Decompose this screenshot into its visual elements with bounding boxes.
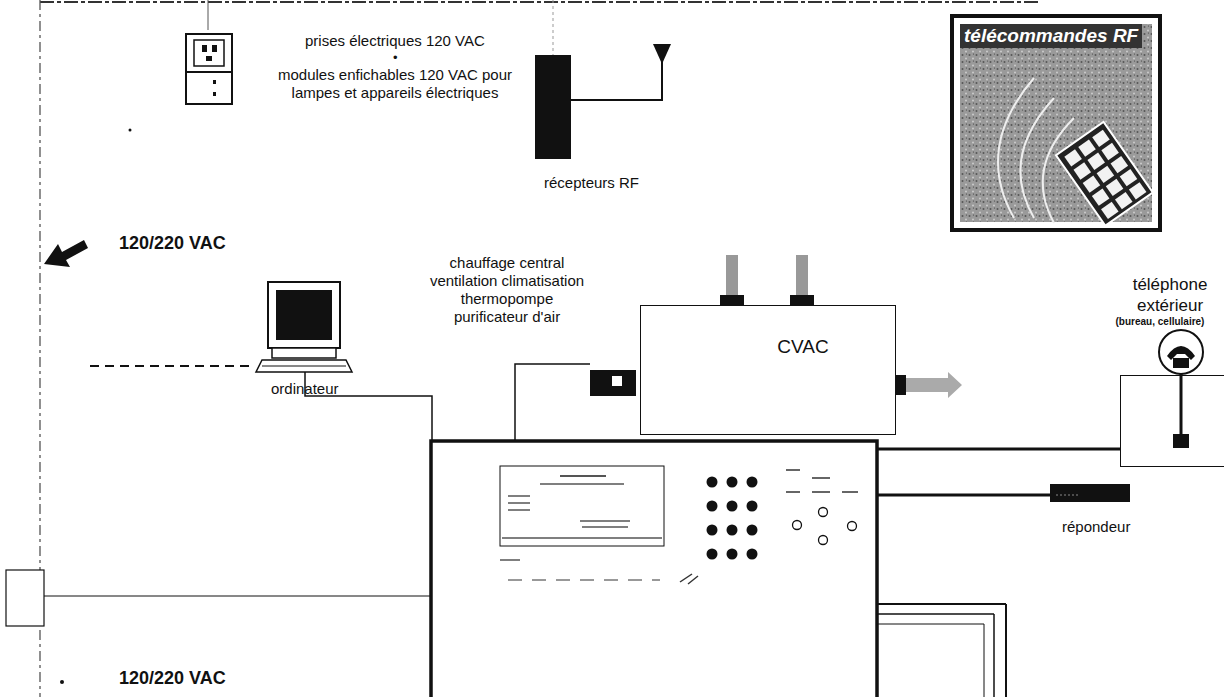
- text-label: chauffage central ventilation climatisat…: [422, 254, 592, 326]
- text-label: 120/220 VAC: [119, 233, 226, 255]
- text-label: prises électriques 120 VAC: [305, 32, 485, 50]
- box-subheading: (bureau, cellulaire): [1095, 316, 1225, 328]
- phone-box: téléphone extérieur(bureau, cellulaire): [1120, 375, 1224, 467]
- text-label: récepteurs RF: [544, 174, 639, 192]
- text-label: ordinateur: [271, 380, 339, 398]
- text-label: modules enfichables 120 VAC pour lampes …: [270, 66, 520, 102]
- box-title: télécommandes RF: [960, 24, 1142, 48]
- remote-box: télécommandes RF: [950, 14, 1162, 232]
- text-label: répondeur: [1062, 518, 1130, 536]
- phone-icon: [1121, 376, 1225, 468]
- hvac-box: CVAC: [640, 305, 896, 435]
- box-title: CVAC: [777, 336, 828, 358]
- text-label: 120/220 VAC: [119, 668, 226, 690]
- box-heading: téléphone extérieur: [1115, 275, 1225, 316]
- remote-illustration: [954, 18, 1158, 228]
- text-label: •: [393, 50, 398, 66]
